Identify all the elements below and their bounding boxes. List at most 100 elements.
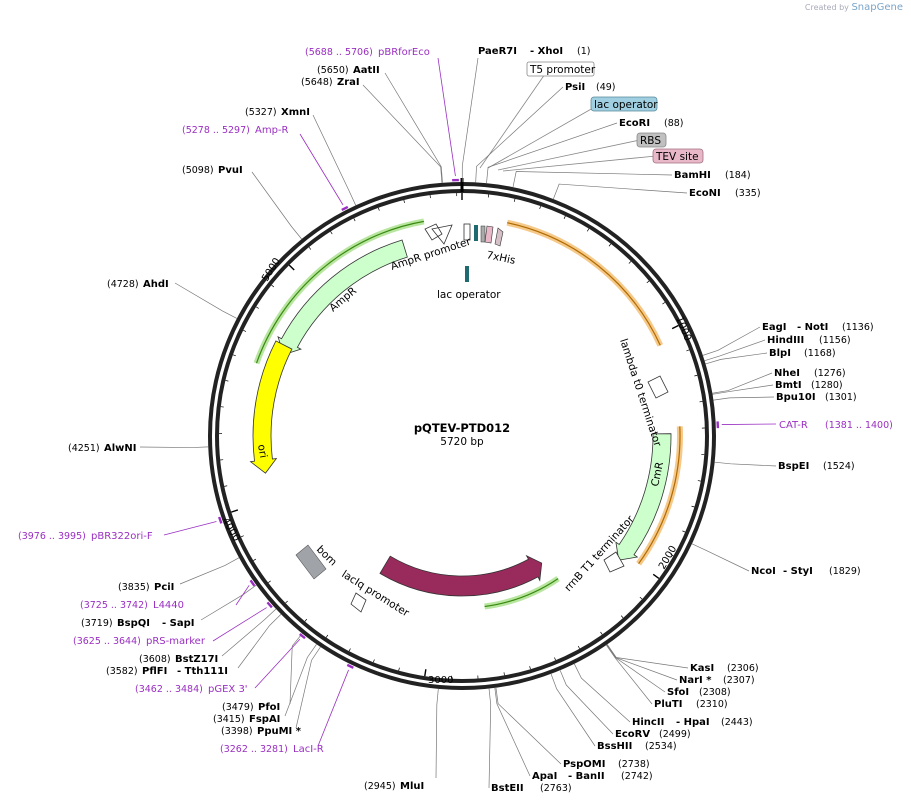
site-leader bbox=[295, 646, 321, 729]
tev-site-mark[interactable] bbox=[484, 225, 494, 244]
primer-pgex3[interactable]: (3462 .. 3484) pGEX 3' bbox=[135, 684, 248, 695]
site-bpu10i[interactable]: Bpu10I (1301) bbox=[776, 392, 857, 403]
tick-mark bbox=[353, 218, 356, 222]
svg-text:PflFI: PflFI bbox=[142, 666, 167, 677]
site-eagi[interactable]: EagI - NotI (1136) bbox=[762, 322, 874, 333]
plasmid-size: 5720 bp bbox=[440, 436, 484, 448]
tick-mark bbox=[529, 666, 531, 670]
tick-mark bbox=[325, 634, 329, 638]
site-econi[interactable]: EcoNI (335) bbox=[689, 188, 761, 199]
svg-text:(2534): (2534) bbox=[645, 741, 677, 752]
site-bspei[interactable]: BspEI (1524) bbox=[778, 461, 855, 472]
site-bspqi[interactable]: (3719) BspQI - SapI bbox=[81, 618, 194, 629]
laci-arrow[interactable] bbox=[379, 554, 543, 597]
site-zrai[interactable]: (5648) ZraI bbox=[301, 77, 360, 88]
primer-laci-r[interactable]: (3262 .. 3281) LacI-R bbox=[220, 744, 324, 755]
site-bsteii[interactable]: BstEII (2763) bbox=[491, 783, 572, 794]
site-bamhi[interactable]: BamHI (184) bbox=[674, 170, 751, 181]
site-paer7i[interactable]: PaeR7I - XhoI (1) bbox=[478, 46, 590, 57]
site-pluti[interactable]: PluTI (2310) bbox=[654, 699, 728, 710]
site-mlui[interactable]: (2945) MluI bbox=[364, 781, 424, 792]
site-ecori[interactable]: EcoRI (88) bbox=[619, 118, 684, 129]
site-nari[interactable]: NarI * (2307) bbox=[679, 675, 755, 686]
site-leader bbox=[606, 644, 666, 693]
site-pspomi[interactable]: PspOMI (2738) bbox=[563, 759, 650, 770]
lac-operator-box-text: lac operator bbox=[594, 99, 658, 111]
site-alwni[interactable]: (4251) AlwNI bbox=[68, 443, 137, 454]
ampr-promoter-arrow[interactable] bbox=[424, 223, 453, 245]
svg-text:PciI: PciI bbox=[154, 582, 174, 593]
site-sfoi[interactable]: SfoI (2308) bbox=[667, 687, 731, 698]
site-pfoi[interactable]: (3479) PfoI bbox=[222, 702, 280, 713]
svg-text:(4251): (4251) bbox=[68, 443, 100, 454]
svg-text:(2738): (2738) bbox=[618, 759, 650, 770]
site-leader bbox=[553, 183, 688, 200]
site-bmti[interactable]: BmtI (1280) bbox=[775, 380, 843, 391]
site-xmni[interactable]: (5327) XmnI bbox=[245, 107, 310, 118]
site-ncoi[interactable]: NcoI - StyI (1829) bbox=[751, 566, 861, 577]
site-blpi[interactable]: BlpI (1168) bbox=[769, 348, 836, 359]
rbs-box[interactable] bbox=[636, 132, 667, 148]
site-ahdi[interactable]: (4728) AhdI bbox=[107, 279, 169, 290]
site-nhei[interactable]: NheI (1276) bbox=[774, 368, 846, 379]
tev-site-box[interactable] bbox=[652, 148, 704, 164]
site-psii[interactable]: PsiI (49) bbox=[565, 82, 616, 93]
primer-l4440[interactable]: (3725 .. 3742) L4440 bbox=[80, 600, 184, 611]
site-hincii[interactable]: HincII - HpaI (2443) bbox=[632, 717, 753, 728]
primer-pbrforeco[interactable]: (5688 .. 5706) pBRforEco bbox=[305, 47, 430, 58]
site-leader bbox=[179, 557, 240, 585]
t5-promoter-box[interactable] bbox=[526, 61, 595, 77]
lambda-terminator-arrow[interactable] bbox=[647, 375, 669, 399]
svg-text:CAT-R: CAT-R bbox=[779, 420, 808, 431]
primer-amp-r[interactable]: (5278 .. 5297) Amp-R bbox=[182, 125, 289, 136]
rrnb-terminator-arrow[interactable] bbox=[603, 551, 625, 573]
bom-box[interactable] bbox=[295, 544, 327, 580]
svg-text:(1280): (1280) bbox=[811, 380, 843, 391]
site-pcii[interactable]: (3835) PciI bbox=[118, 582, 174, 593]
site-leader bbox=[712, 384, 774, 395]
site-leader bbox=[237, 613, 282, 669]
primer-cat-r[interactable]: CAT-R (1381 .. 1400) bbox=[779, 420, 893, 431]
primer-pbr322ori-f[interactable]: (3976 .. 3995) pBR322ori-F bbox=[18, 531, 153, 542]
site-hindiii[interactable]: HindIII (1156) bbox=[767, 335, 851, 346]
rbs-mark[interactable] bbox=[480, 225, 486, 243]
orf-line-1 bbox=[507, 222, 661, 346]
site-fspai[interactable]: (3415) FspAI bbox=[213, 714, 280, 725]
plasmid-name: pQTEV-PTD012 bbox=[414, 421, 510, 435]
tick-mark bbox=[285, 600, 288, 604]
tick-mark bbox=[253, 558, 257, 561]
svg-text:NheI: NheI bbox=[774, 368, 800, 379]
svg-text:(2499): (2499) bbox=[659, 729, 691, 740]
tick-mark bbox=[586, 228, 590, 232]
tick-mark bbox=[554, 657, 556, 661]
site-leader bbox=[702, 326, 761, 356]
ori-arrow[interactable] bbox=[249, 340, 293, 474]
primer-prs-marker[interactable]: (3625 .. 3644) pRS-marker bbox=[73, 636, 206, 647]
site-bstz17i[interactable]: (3608) BstZ17I bbox=[139, 654, 218, 665]
lac-operator-mark[interactable] bbox=[474, 225, 478, 241]
primer-leader bbox=[254, 638, 301, 689]
t5-promoter-mark[interactable] bbox=[463, 223, 471, 241]
svg-text:NcoI: NcoI bbox=[751, 566, 776, 577]
svg-text:PluTI: PluTI bbox=[654, 699, 682, 710]
site-pvui[interactable]: (5098) PvuI bbox=[182, 165, 243, 176]
site-ecorv[interactable]: EcoRV (2499) bbox=[615, 729, 691, 740]
lac-operator-box[interactable] bbox=[590, 96, 658, 112]
site-kasi[interactable]: KasI (2306) bbox=[690, 663, 759, 674]
svg-text:(5327): (5327) bbox=[245, 107, 277, 118]
site-apai[interactable]: ApaI - BanII (2742) bbox=[532, 771, 653, 782]
site-ppumi[interactable]: (3398) PpuMI * bbox=[221, 726, 302, 737]
site-bsshii[interactable]: BssHII (2534) bbox=[597, 741, 677, 752]
tick-3000: 3000 bbox=[428, 675, 453, 686]
laciq-promoter-arrow[interactable] bbox=[350, 592, 367, 613]
site-pflfi[interactable]: (3582) PflFI - Tth111I bbox=[106, 666, 228, 677]
svg-text:(335): (335) bbox=[735, 188, 761, 199]
svg-text:Amp-R: Amp-R bbox=[255, 125, 289, 136]
site-aatii[interactable]: (5650) AatII bbox=[317, 65, 380, 76]
lac-operator-mark-2[interactable] bbox=[465, 266, 469, 282]
his-tag-mark[interactable] bbox=[494, 227, 504, 247]
svg-text:- XhoI: - XhoI bbox=[530, 46, 563, 57]
tick-mark bbox=[503, 672, 505, 676]
cmr-arrow[interactable] bbox=[615, 433, 672, 561]
site-leader bbox=[461, 57, 479, 183]
